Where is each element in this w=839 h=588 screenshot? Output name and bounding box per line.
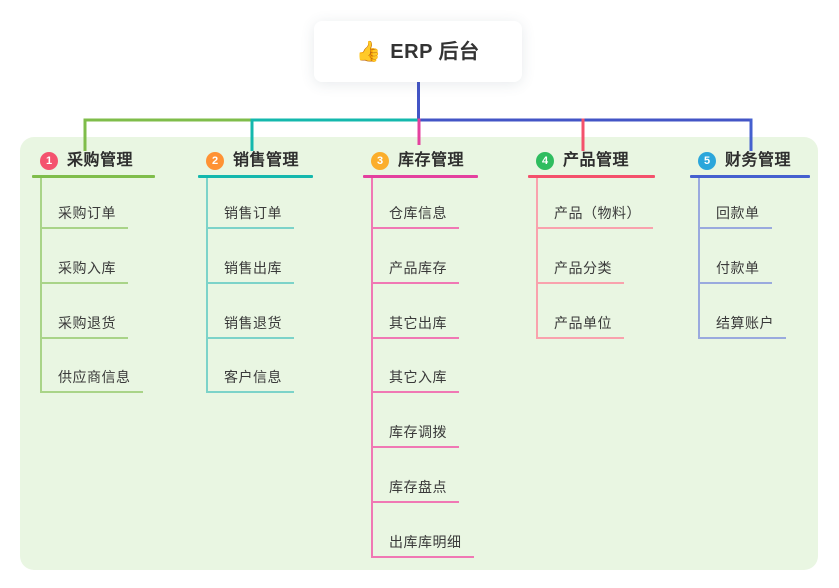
leaf-node-其它入库[interactable]: 其它入库 <box>371 368 459 393</box>
branch-subtree-line <box>698 178 700 339</box>
leaf-node-回款单[interactable]: 回款单 <box>698 204 772 229</box>
leaf-node-结算账户[interactable]: 结算账户 <box>698 314 786 339</box>
leaf-node-付款单[interactable]: 付款单 <box>698 259 772 284</box>
leaf-node-采购入库[interactable]: 采购入库 <box>40 259 128 284</box>
branch-label: 销售管理 <box>233 152 300 169</box>
leaf-node-其它出库[interactable]: 其它出库 <box>371 314 459 339</box>
branch-underline <box>528 175 655 178</box>
leaf-node-供应商信息[interactable]: 供应商信息 <box>40 368 143 393</box>
leaf-node-销售退货[interactable]: 销售退货 <box>206 314 294 339</box>
branch-node-财务管理[interactable]: 5 财务管理 <box>698 151 791 171</box>
branch-number-badge: 5 <box>698 152 716 170</box>
leaf-node-采购退货[interactable]: 采购退货 <box>40 314 128 339</box>
branch-node-产品管理[interactable]: 4 产品管理 <box>536 151 629 171</box>
branch-label: 采购管理 <box>67 152 134 169</box>
root-node[interactable]: 👍 ERP 后台 <box>314 21 522 82</box>
branch-underline <box>363 175 478 178</box>
leaf-node-产品单位[interactable]: 产品单位 <box>536 314 624 339</box>
leaf-node-采购订单[interactable]: 采购订单 <box>40 204 128 229</box>
leaf-node-销售订单[interactable]: 销售订单 <box>206 204 294 229</box>
branch-number-badge: 3 <box>371 152 389 170</box>
leaf-node-仓库信息[interactable]: 仓库信息 <box>371 204 459 229</box>
branch-underline <box>32 175 155 178</box>
leaf-node-出库库明细[interactable]: 出库库明细 <box>371 533 474 558</box>
branch-node-库存管理[interactable]: 3 库存管理 <box>371 151 464 171</box>
branch-node-采购管理[interactable]: 1 采购管理 <box>40 151 133 171</box>
leaf-node-产品分类[interactable]: 产品分类 <box>536 259 624 284</box>
branch-subtree-line <box>371 178 373 558</box>
leaf-node-库存盘点[interactable]: 库存盘点 <box>371 478 459 503</box>
leaf-node-产品（物料）[interactable]: 产品（物料） <box>536 204 653 229</box>
branch-subtree-line <box>536 178 538 339</box>
branch-underline <box>198 175 313 178</box>
branch-label: 库存管理 <box>398 152 465 169</box>
branch-label: 产品管理 <box>563 152 630 169</box>
branch-underline <box>690 175 810 178</box>
root-title: ERP 后台 <box>390 40 480 63</box>
leaf-node-销售出库[interactable]: 销售出库 <box>206 259 294 284</box>
branch-node-销售管理[interactable]: 2 销售管理 <box>206 151 299 171</box>
branch-label: 财务管理 <box>725 152 792 169</box>
branch-number-badge: 2 <box>206 152 224 170</box>
branch-number-badge: 4 <box>536 152 554 170</box>
branches-panel <box>20 137 818 570</box>
leaf-node-库存调拨[interactable]: 库存调拨 <box>371 423 459 448</box>
branch-number-badge: 1 <box>40 152 58 170</box>
thumbs-up-icon: 👍 <box>356 40 382 63</box>
leaf-node-客户信息[interactable]: 客户信息 <box>206 368 294 393</box>
branch-subtree-line <box>40 178 42 394</box>
leaf-node-产品库存[interactable]: 产品库存 <box>371 259 459 284</box>
branch-subtree-line <box>206 178 208 394</box>
